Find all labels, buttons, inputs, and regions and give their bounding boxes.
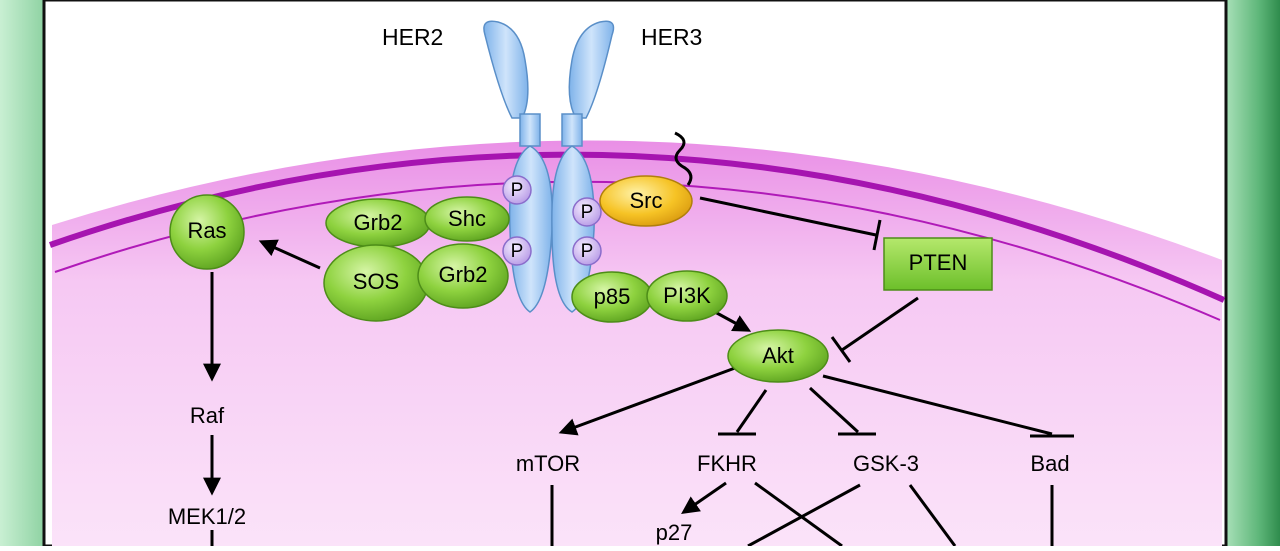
svg-text:Akt: Akt bbox=[762, 343, 794, 368]
gsk3-right-line bbox=[908, 484, 957, 547]
svg-text:P: P bbox=[581, 241, 594, 262]
shc-node: Shc bbox=[424, 196, 510, 242]
svg-text:Shc: Shc bbox=[448, 206, 486, 231]
src-tether bbox=[674, 131, 693, 186]
phospho-4: P bbox=[572, 236, 602, 266]
svg-text:PI3K: PI3K bbox=[663, 283, 711, 308]
svg-text:PTEN: PTEN bbox=[909, 250, 968, 275]
frame-left bbox=[0, 0, 44, 546]
pi3k-node: PI3K bbox=[646, 270, 728, 322]
p27-label: p27 bbox=[656, 520, 693, 545]
akt-to-fkhr-inhibit bbox=[735, 389, 768, 433]
svg-text:Ras: Ras bbox=[187, 218, 226, 243]
her3-receptor bbox=[551, 20, 615, 313]
src-node: Src bbox=[599, 175, 693, 227]
fkhr-down-line bbox=[754, 481, 843, 548]
grb2-top-node: Grb2 bbox=[325, 198, 431, 248]
gsk3-label: GSK-3 bbox=[853, 451, 919, 476]
svg-text:SOS: SOS bbox=[353, 269, 399, 294]
phospho-2: P bbox=[502, 236, 532, 266]
sos-to-ras-arrow bbox=[258, 239, 321, 270]
phospho-1: P bbox=[502, 175, 532, 205]
svg-text:Grb2: Grb2 bbox=[354, 210, 403, 235]
pten-node: PTEN bbox=[883, 237, 993, 291]
her3-label: HER3 bbox=[641, 24, 702, 50]
akt-to-gsk3-inhibit bbox=[808, 386, 860, 434]
svg-text:P: P bbox=[581, 202, 594, 223]
bad-label: Bad bbox=[1030, 451, 1069, 476]
membrane-outer bbox=[49, 151, 1226, 303]
akt-node: Akt bbox=[727, 329, 829, 383]
phospho-3: P bbox=[572, 197, 602, 227]
src-to-pten-inhibit bbox=[699, 196, 877, 237]
svg-text:P: P bbox=[511, 241, 524, 262]
p85-node: p85 bbox=[571, 271, 653, 323]
src-to-pten-bar bbox=[872, 219, 882, 251]
mtor-label: mTOR bbox=[516, 451, 580, 476]
akt-to-mtor-arrow bbox=[558, 366, 736, 436]
her2-label: HER2 bbox=[382, 24, 443, 50]
pten-to-akt-inhibit bbox=[841, 296, 919, 352]
pten-to-akt-bar bbox=[830, 336, 852, 363]
akt-to-bad-inhibit bbox=[822, 374, 1053, 436]
fkhr-to-p27-arrow bbox=[681, 481, 727, 515]
grb2-bottom-node: Grb2 bbox=[417, 243, 509, 309]
svg-text:p85: p85 bbox=[594, 284, 631, 309]
svg-text:Src: Src bbox=[630, 188, 663, 213]
gsk3-left-line bbox=[747, 483, 861, 548]
pi3k-to-akt-arrow bbox=[714, 310, 752, 332]
fkhr-label: FKHR bbox=[697, 451, 757, 476]
ras-node: Ras bbox=[169, 194, 245, 270]
mek-label: MEK1/2 bbox=[168, 504, 246, 529]
svg-text:P: P bbox=[511, 180, 524, 201]
svg-text:Grb2: Grb2 bbox=[439, 262, 488, 287]
raf-label: Raf bbox=[190, 403, 225, 428]
frame-right bbox=[1226, 0, 1280, 546]
sos-node: SOS bbox=[323, 244, 429, 322]
